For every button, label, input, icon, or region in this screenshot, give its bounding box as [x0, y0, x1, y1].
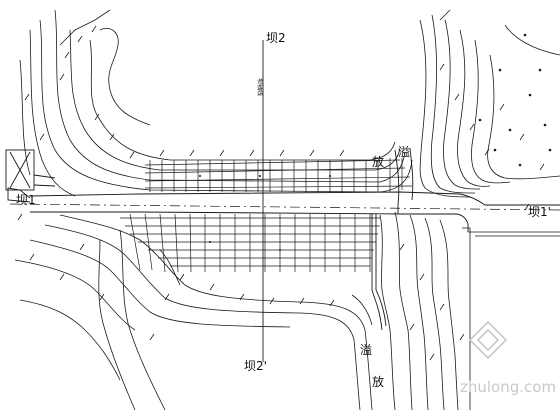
spillway-bottom-label-2: 放: [372, 374, 384, 389]
vegetation-marks: [199, 33, 552, 251]
spillway-top-label-1: 溢: [398, 145, 410, 159]
spillway-bottom-label-1: 溢: [360, 343, 372, 357]
watermark-logo-icon: [468, 320, 508, 360]
slope-ticks: [17, 25, 545, 361]
dam-axis-1-left-label: 坝1: [16, 193, 36, 207]
upstream-grid: [144, 158, 413, 192]
contours-lower-right: [351, 211, 560, 411]
spillway-channel: [371, 147, 414, 331]
watermark: zhulong.com: [460, 320, 556, 396]
dam-axis-2-bottom-label: 坝2': [244, 359, 267, 373]
contours-upper-left: [19, 9, 413, 197]
drawing-labels: 坝2 坝2' 坝1 坝1' 溢 放 溢 放 坝轴线: [16, 31, 551, 389]
left-structure: [5, 149, 56, 191]
downstream-grid: [120, 213, 380, 273]
vertical-axis-note: 坝轴线: [256, 78, 264, 96]
contours-lower-left: [14, 214, 373, 411]
dam-axis-1-right-label: 坝1': [528, 205, 551, 219]
dam-crest: [7, 187, 560, 232]
contours-upper-right: [419, 9, 560, 198]
dam-axis-2-top-label: 坝2: [266, 31, 286, 45]
spillway-top-label-2: 放: [372, 154, 384, 169]
watermark-text: zhulong.com: [460, 378, 556, 396]
